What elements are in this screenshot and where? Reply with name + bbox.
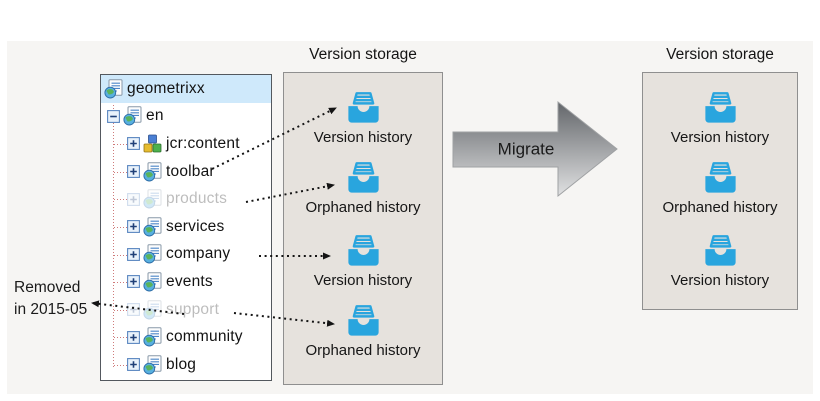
tree-node-label: geometrixx (127, 79, 205, 97)
archive-icon (704, 92, 736, 123)
archive-icon (347, 305, 379, 336)
page-globe-icon (143, 189, 162, 209)
page-globe-icon (143, 355, 162, 375)
tree-node-content: products (101, 189, 227, 209)
source-storage-item: Orphaned history (284, 161, 442, 216)
expander-plus-icon (127, 303, 140, 316)
expander-plus-icon (127, 275, 140, 289)
tree-node-content: events (101, 272, 213, 292)
tree-node-community: community (101, 323, 271, 351)
source-storage-title: Version storage (309, 46, 417, 63)
target-storage-item: Version history (643, 91, 797, 146)
expander-minus-icon (107, 109, 120, 123)
tree-node-label: blog (166, 355, 197, 373)
expander-plus-icon (127, 330, 140, 344)
tree-node-events: events (101, 268, 271, 296)
tree-node-content: company (101, 244, 230, 264)
page-globe-icon (143, 244, 162, 264)
storage-item-label: Orphaned history (662, 199, 778, 216)
source-storage-box: Version history Orphaned history Version… (283, 72, 443, 385)
tree-guide-stub (114, 282, 128, 284)
tree-node-content: jcr:content (101, 134, 240, 154)
tree-node-label: en (146, 107, 164, 125)
expander-plus-icon (127, 192, 140, 206)
tree-node-content: services (101, 217, 224, 237)
archive-icon (347, 92, 379, 123)
storage-item-label: Version history (313, 272, 413, 289)
tree-node-label: events (166, 272, 213, 290)
tree-node-blog: blog (101, 351, 271, 379)
tree-node-geometrixx: geometrixx (101, 75, 271, 103)
expander-plus-icon (127, 137, 140, 151)
storage-item-label: Version history (313, 129, 413, 146)
archive-icon (347, 162, 379, 193)
tree-node-label: services (166, 217, 225, 235)
source-storage-item: Orphaned history (284, 304, 442, 359)
target-storage-title: Version storage (666, 46, 774, 63)
page-globe-icon (104, 79, 123, 99)
archive-icon (347, 235, 379, 266)
tree-node-products: products (101, 185, 271, 213)
migrate-arrow-shape (452, 100, 618, 198)
tree-node-services: services (101, 213, 271, 241)
page-globe-icon (143, 272, 162, 292)
expander-plus-icon (127, 165, 140, 179)
tree-node-label: jcr:content (166, 134, 240, 152)
storage-item-label: Version history (670, 129, 770, 146)
source-storage-item: Version history (284, 234, 442, 289)
tree-guide-stub (114, 365, 128, 366)
page-globe-icon (143, 327, 162, 347)
removed-annotation: Removed in 2015-05 (14, 277, 87, 321)
page-globe-icon (143, 299, 162, 319)
tree-guide-stub (114, 337, 128, 339)
expander-plus-icon (127, 220, 140, 234)
tree-rows: geometrixx en jcr:content toolbar produc… (101, 75, 271, 380)
tree-node-content: en (101, 106, 164, 126)
tree-guide-stub (114, 171, 128, 173)
tree-node-label: company (166, 245, 231, 263)
source-storage-item: Version history (284, 91, 442, 146)
storage-item-label: Orphaned history (305, 342, 421, 359)
tree-guide-stub (114, 227, 128, 228)
removed-annotation-line1: Removed (14, 279, 81, 296)
storage-item-label: Version history (670, 272, 770, 289)
page-globe-icon (143, 217, 162, 237)
tree-node-jcr-content: jcr:content (101, 130, 271, 158)
page-globe-icon (143, 161, 162, 182)
tree-node-content: support (101, 299, 220, 320)
target-storage-item: Version history (643, 234, 797, 289)
tree-node-content: blog (101, 355, 196, 375)
tree-node-content: geometrixx (101, 79, 205, 99)
tree-node-label: products (166, 190, 228, 208)
tree-guide-stub (114, 144, 128, 146)
tree-guide-stub (114, 254, 128, 256)
expander-plus-icon (127, 358, 140, 372)
archive-icon (704, 162, 736, 193)
tree-node-label: support (166, 300, 220, 318)
tree-node-en: en (101, 103, 271, 131)
tree-guide-vertical (113, 105, 114, 367)
tree-node-toolbar: toolbar (101, 158, 271, 186)
tree-node-content: toolbar (101, 161, 215, 182)
tree-node-content: community (101, 327, 243, 347)
target-storage-box: Version history Orphaned history Version… (642, 72, 798, 310)
removed-annotation-line2: in 2015-05 (14, 301, 88, 318)
migrate-label: Migrate (498, 139, 555, 158)
page-globe-icon (123, 106, 142, 126)
target-storage-item: Orphaned history (643, 161, 797, 216)
tree-node-label: toolbar (166, 162, 215, 180)
cubes-icon (143, 134, 162, 153)
tree-node-label: community (166, 328, 243, 346)
storage-item-label: Orphaned history (305, 199, 421, 216)
tree-node-company: company (101, 241, 271, 269)
migrate-arrow: Migrate (452, 100, 618, 198)
tree-guide-stub (114, 199, 128, 201)
archive-icon (704, 235, 736, 266)
content-tree-panel: geometrixx en jcr:content toolbar produc… (100, 74, 272, 381)
tree-node-support: support (101, 296, 271, 324)
expander-plus-icon (127, 247, 140, 261)
